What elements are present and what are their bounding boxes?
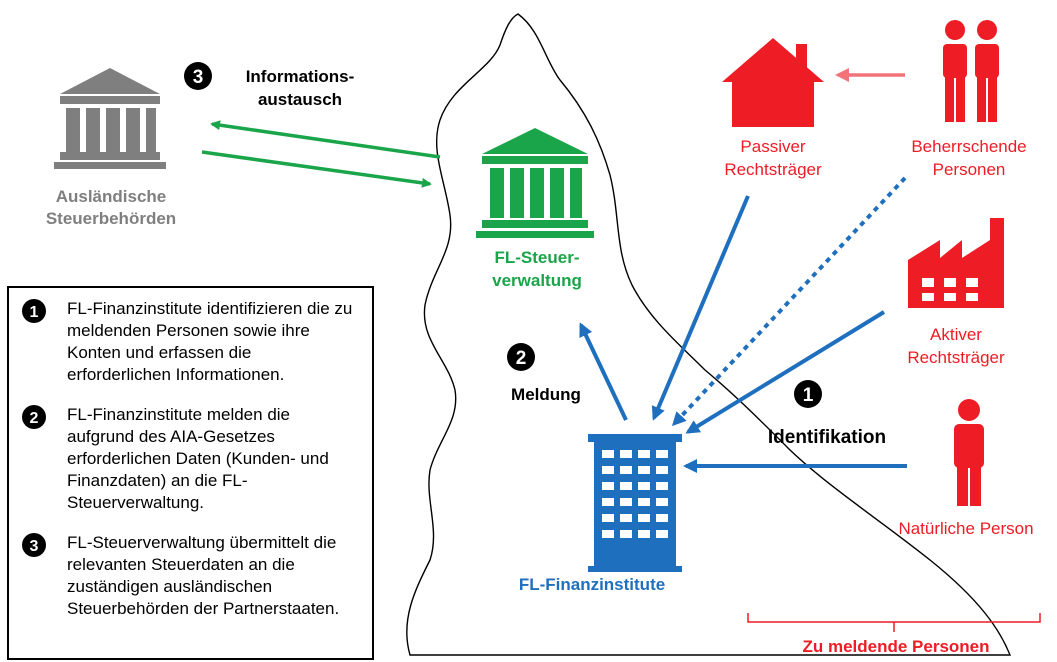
reportable-persons-bracket	[747, 613, 1041, 632]
fl-fi-label: FL-Finanzinstitute	[519, 575, 665, 594]
arrow-to-foreign	[210, 120, 441, 159]
legend-box: 1 FL-Finanzinstitute identifizieren die …	[7, 286, 374, 660]
step-2-bullet: 2	[22, 405, 46, 429]
foreign-authority-label-2: Steuerbehörden	[46, 209, 176, 228]
active-entity-label-2: Rechtsträger	[907, 348, 1005, 367]
svg-text:2: 2	[30, 410, 39, 427]
house-icon	[722, 38, 824, 127]
step-1-bullet: 1	[22, 299, 46, 323]
fl-tax-label-1: FL-Steuer-	[495, 248, 580, 267]
reportable-persons-label: Zu meldende Personen	[802, 637, 989, 656]
step-2-badge: 2	[507, 343, 535, 371]
bank-icon	[476, 128, 594, 238]
people-icon	[943, 20, 999, 122]
arrow-reporting	[579, 322, 628, 421]
arrow-from-passive	[651, 195, 750, 421]
controlling-persons-label-2: Personen	[933, 160, 1006, 179]
passive-entity-label-1: Passiver	[740, 137, 806, 156]
legend-item-1: 1 FL-Finanzinstitute identifizieren die …	[21, 298, 357, 386]
person-icon	[954, 399, 984, 506]
bank-icon	[54, 68, 166, 169]
reporting-label: Meldung	[511, 385, 581, 404]
information-exchange-label-2: austausch	[258, 90, 342, 109]
fl-tax-label-2: verwaltung	[492, 271, 582, 290]
svg-text:3: 3	[193, 67, 204, 88]
controlling-persons-label-1: Beherrschende	[911, 137, 1026, 156]
office-building-icon	[588, 434, 682, 572]
step-3-bullet: 3	[22, 533, 46, 557]
legend-item-3: 3 FL-Steuerverwaltung übermittelt die re…	[21, 532, 357, 620]
svg-text:1: 1	[803, 385, 814, 406]
arrow-from-controlling	[671, 176, 907, 427]
svg-text:1: 1	[30, 304, 39, 321]
step-1-badge: 1	[794, 380, 822, 408]
legend-text-3: FL-Steuerverwaltung übermittelt die rele…	[67, 533, 340, 618]
legend-text-2: FL-Finanzinstitute melden die aufgrund d…	[67, 405, 329, 512]
natural-person-label: Natürliche Person	[898, 519, 1033, 538]
arrow-from-active	[685, 310, 886, 434]
step-3-badge: 3	[184, 62, 212, 90]
legend-item-2: 2 FL-Finanzinstitute melden die aufgrund…	[21, 404, 357, 514]
factory-icon	[908, 218, 1004, 308]
svg-text:3: 3	[30, 538, 39, 555]
identification-label: Identifikation	[768, 427, 886, 448]
country-outline	[406, 13, 1012, 656]
arrow-to-fl-tax	[201, 150, 432, 188]
foreign-authority-label-1: Ausländische	[56, 187, 167, 206]
active-entity-label-1: Aktiver	[930, 325, 982, 344]
legend-text-1: FL-Finanzinstitute identifizieren die zu…	[67, 299, 353, 384]
svg-text:2: 2	[516, 348, 527, 369]
passive-entity-label-2: Rechtsträger	[724, 160, 822, 179]
information-exchange-label-1: Informations-	[246, 67, 355, 86]
